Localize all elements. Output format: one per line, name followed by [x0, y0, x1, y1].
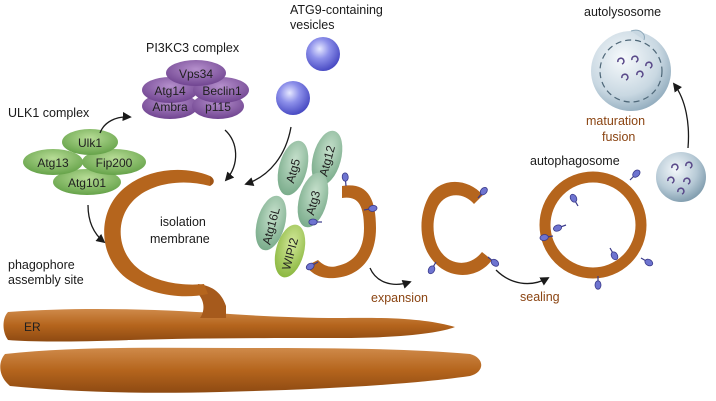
isolation-membrane	[104, 169, 214, 297]
atg9-label-line2: vesicles	[290, 18, 334, 32]
autolysosome	[591, 29, 671, 111]
ulk1-complex: Ulk1 Atg13 Fip200 Atg101	[23, 129, 146, 195]
phagophore-label-line1: phagophore	[8, 258, 75, 272]
isolation-membrane-label-line1: isolation	[160, 215, 206, 229]
phagophore-with-lc3	[304, 171, 379, 279]
atg5-protein: Atg5	[283, 157, 303, 185]
maturation-label-line1: maturation	[586, 114, 645, 128]
atg3-protein: Atg3	[303, 189, 323, 217]
expansion-arrow	[369, 267, 412, 289]
atg9-vesicles	[276, 37, 340, 115]
sealing-arrow	[495, 269, 550, 286]
atg13-protein: Atg13	[37, 156, 69, 170]
isolation-membrane-label-line2: membrane	[150, 232, 210, 246]
atg101-protein: Atg101	[68, 176, 106, 190]
ulk1-protein: Ulk1	[78, 136, 102, 150]
maturation-label-line2: fusion	[602, 130, 635, 144]
ambra-protein: Ambra	[152, 100, 188, 114]
autolysosome-label: autolysosome	[584, 5, 661, 19]
autophagosome-label: autophagosome	[530, 154, 620, 168]
atg9-label-line1: ATG9-containing	[290, 3, 383, 17]
lysosome	[656, 152, 706, 202]
vps34-protein: Vps34	[179, 67, 213, 81]
p115-protein: p115	[205, 100, 231, 114]
maturation-arrow	[672, 82, 690, 149]
sealing-label: sealing	[520, 290, 560, 304]
ulk1-complex-label: ULK1 complex	[8, 106, 90, 120]
initiation-arrows	[87, 111, 292, 244]
autophagosome	[538, 167, 655, 290]
expansion-label: expansion	[371, 291, 428, 305]
fip200-protein: Fip200	[96, 156, 133, 170]
beclin1-protein: Beclin1	[202, 84, 242, 98]
atg-conjugation-cluster: Atg5 Atg12 Atg3 Atg16L WIPI2	[255, 130, 343, 278]
er-label: ER	[24, 320, 41, 334]
atg14-protein: Atg14	[154, 84, 186, 98]
er: ER	[0, 284, 482, 393]
phagophore-label-line2: assembly site	[8, 273, 84, 287]
pi3kc3-complex: Vps34 Atg14 Beclin1 Ambra p115	[142, 60, 249, 119]
expanding-phagophore	[421, 181, 501, 276]
pi3kc3-complex-label: PI3KC3 complex	[146, 41, 240, 55]
